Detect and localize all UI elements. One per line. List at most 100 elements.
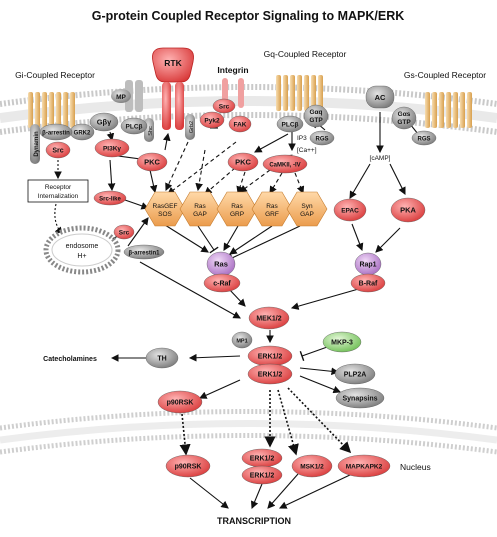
pi3k-node: PI3Kγ: [94, 138, 130, 158]
svg-text:TRANSCRIPTION: TRANSCRIPTION: [217, 516, 291, 526]
svg-text:RasGEF: RasGEF: [153, 203, 178, 210]
svg-text:Src-like: Src-like: [99, 197, 121, 203]
svg-text:[Ca++]: [Ca++]: [297, 147, 317, 154]
edge-erknuc-transcription: [250, 483, 263, 510]
edge-msk-transcription: [267, 473, 299, 509]
pkc-mid-node: PKC: [227, 152, 259, 172]
edge-rasgap1-ras: [197, 225, 215, 251]
svg-text:[cAMP]: [cAMP]: [370, 155, 391, 162]
svg-text:Catecholamines: Catecholamines: [43, 356, 97, 363]
svg-text:GAP: GAP: [300, 211, 314, 218]
pkc-left-node: PKC: [136, 152, 168, 172]
camkii-node: CaMKII, -IV: [262, 154, 308, 174]
plcb-left-node: PLCβ: [120, 117, 148, 135]
ac-node: AC: [365, 85, 395, 109]
rgs-gs-node: RGS: [411, 130, 437, 146]
rtk-label: RTK: [164, 58, 182, 68]
integrin-label: Integrin: [217, 65, 248, 75]
edge-fak-rasgef: [167, 141, 237, 195]
svg-text:H+: H+: [77, 253, 86, 260]
edge-bRaf-mek: [290, 287, 363, 310]
gs-receptor-label: Gs-Coupled Receptor: [404, 70, 486, 80]
svg-text:β-arrestin: β-arrestin: [42, 131, 70, 137]
edge-rasgrp-ras: [223, 225, 239, 251]
svg-text:ERK1/2: ERK1/2: [258, 372, 283, 379]
src-like-node: Src-like: [93, 190, 127, 206]
mapkapk2-node: MAPKAPK2: [337, 454, 391, 478]
edge-barrestin1-mek: [139, 261, 241, 319]
svg-text:Internalization: Internalization: [38, 193, 79, 200]
rtk-receptor: RTK: [152, 47, 194, 130]
mkp3-node: MKP-3: [322, 331, 362, 353]
svg-text:FAK: FAK: [234, 122, 247, 129]
nucleus-label: Nucleus: [400, 462, 431, 472]
svg-text:EPAC: EPAC: [341, 208, 359, 215]
svg-text:Gαq: Gαq: [309, 109, 322, 116]
svg-text:Shc: Shc: [148, 126, 154, 136]
msk-node: MSK1/2: [291, 454, 333, 478]
edge-p90rsk-transcription: [189, 477, 229, 509]
svg-text:MAPKAPK2: MAPKAPK2: [346, 464, 383, 471]
dynamin-node: Dynamin: [30, 124, 40, 164]
svg-text:B-Raf: B-Raf: [359, 281, 378, 288]
edge-erk-p90rsk: [198, 379, 241, 399]
svg-text:Rap1: Rap1: [359, 262, 376, 269]
edge-erk-synapsins: [299, 375, 342, 394]
diagram-title: G-protein Coupled Receptor Signaling to …: [92, 9, 405, 23]
rgs-gq-node: RGS: [309, 130, 335, 146]
edge-mkp3-erk: [301, 345, 331, 357]
svg-text:IP3: IP3: [297, 135, 307, 142]
svg-text:RGS: RGS: [417, 137, 430, 143]
svg-text:RGS: RGS: [315, 137, 328, 143]
erk-nuc-bot-node: ERK1/2: [241, 465, 283, 485]
edge-camkii-syngap: [294, 172, 305, 195]
edge-src-endo-rasgef: [127, 217, 149, 247]
mp-node: MP: [111, 89, 131, 103]
svg-text:Src: Src: [52, 148, 63, 155]
svg-text:PKA: PKA: [400, 206, 416, 215]
svg-text:SOS: SOS: [158, 211, 172, 218]
p90rsk-nuc-node: p90RSK: [165, 454, 211, 478]
svg-text:ERK1/2: ERK1/2: [258, 354, 283, 361]
edge-erk-th: [188, 353, 241, 362]
p90rsk-node: p90RSK: [157, 390, 203, 414]
edge-pka-rap1: [375, 227, 401, 253]
svg-text:Ras: Ras: [231, 203, 243, 210]
svg-text:MSK1/2: MSK1/2: [300, 464, 324, 471]
svg-text:PLCβ: PLCβ: [126, 124, 143, 131]
edge-pi3k-srclike: [107, 159, 116, 192]
svg-text:c-Raf: c-Raf: [213, 281, 231, 288]
svg-text:MP1: MP1: [236, 339, 247, 345]
svg-text:ERK1/2: ERK1/2: [250, 456, 275, 463]
edge-rasgrf-ras: [229, 225, 273, 255]
src-endo-node: Src: [113, 224, 135, 240]
synapsins-node: Synapsins: [335, 387, 385, 409]
svg-text:GAP: GAP: [193, 211, 207, 218]
svg-text:Gαs: Gαs: [398, 111, 411, 118]
svg-text:Dynamin: Dynamin: [34, 131, 40, 157]
svg-text:β-arrestin1: β-arrestin1: [128, 251, 160, 257]
gi-receptor-label: Gi-Coupled Receptor: [15, 70, 95, 80]
pyk2-node: Pyk2: [199, 111, 225, 129]
svg-text:PLP2A: PLP2A: [344, 372, 367, 379]
th-node: TH: [145, 347, 179, 369]
svg-text:ERK1/2: ERK1/2: [250, 473, 275, 480]
svg-text:TH: TH: [157, 356, 166, 363]
svg-text:PKC: PKC: [144, 158, 160, 167]
svg-text:GRF: GRF: [265, 211, 279, 218]
svg-text:MKP-3: MKP-3: [331, 340, 353, 347]
edge-erk-msk: [277, 389, 299, 456]
edge-plcb-gq-pkc-mid: [254, 133, 289, 153]
svg-text:Syn: Syn: [301, 203, 313, 210]
svg-text:GTP: GTP: [309, 117, 323, 124]
gs-receptor: [425, 92, 472, 128]
rap1-node: Rap1: [354, 252, 382, 276]
plp2a-node: PLP2A: [334, 363, 376, 385]
